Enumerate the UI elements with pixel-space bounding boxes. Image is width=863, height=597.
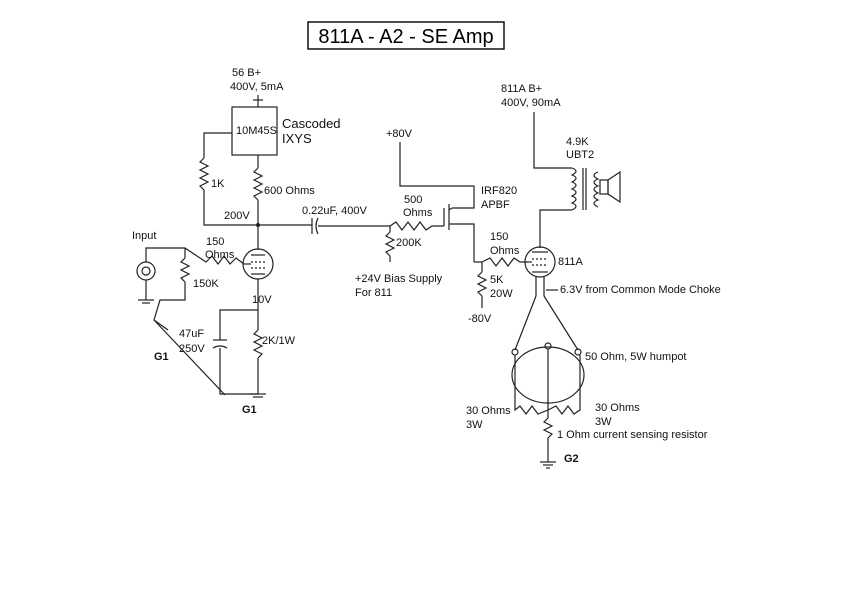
cathode-network xyxy=(212,293,266,398)
r-150-grid1 xyxy=(199,255,245,265)
r-sense-label: 1 Ohm current sensing resistor xyxy=(557,429,708,441)
r-1k xyxy=(198,132,258,226)
mosfet-part-label-2: APBF xyxy=(481,199,510,211)
r-5k-label: 5K xyxy=(490,274,504,286)
ixys-desc-label-1: Cascoded xyxy=(282,116,341,131)
r-5k xyxy=(474,261,488,308)
title-box xyxy=(307,21,505,50)
humpot-label: 50 Ohm, 5W humpot xyxy=(585,351,687,363)
coupling-capacitor-label: 0.22uF, 400V xyxy=(302,205,367,217)
input-wiring xyxy=(138,247,226,396)
v-minus80-label: -80V xyxy=(468,313,492,325)
r-200k-label: 200K xyxy=(396,237,422,249)
r-150-grid2 xyxy=(481,257,528,267)
ground-g1-label-b: G1 xyxy=(242,404,257,416)
v-200-label: 200V xyxy=(224,210,250,222)
r-2k-label: 2K/1W xyxy=(262,335,296,347)
v-plus80-label: +80V xyxy=(386,128,413,140)
b56-spec-label: 400V, 5mA xyxy=(230,81,284,93)
ixys-desc-label-2: IXYS xyxy=(282,131,312,146)
r-600 xyxy=(252,155,264,250)
r-500 xyxy=(389,221,444,231)
bias-supply-label-1: +24V Bias Supply xyxy=(355,273,443,285)
input-jack[interactable] xyxy=(136,261,156,281)
r-150-grid2-label: 150 xyxy=(490,231,508,243)
cap-47-voltage-label: 250V xyxy=(179,343,205,355)
r-500-label: 500 xyxy=(404,194,422,206)
ground-g2-label: G2 xyxy=(564,453,579,465)
r-150-grid1-label-b: Ohms xyxy=(205,249,235,261)
r-150-grid1-label: 150 xyxy=(206,236,224,248)
v-10-label: 10V xyxy=(252,294,272,306)
mosfet-part-label: IRF820 xyxy=(481,185,517,197)
r-sense xyxy=(540,410,556,469)
ground-g1-label-a: G1 xyxy=(154,351,169,363)
output-triode-811a xyxy=(524,246,556,296)
bias-supply-label-2: For 811 xyxy=(355,287,392,299)
r-150-grid2-label-b: Ohms xyxy=(490,245,520,257)
coupling-capacitor xyxy=(258,217,390,235)
r-30-right-watt-label: 3W xyxy=(595,416,612,428)
input-triode xyxy=(242,248,274,293)
r-5k-watt-label: 20W xyxy=(490,288,513,300)
r-500-label-b: Ohms xyxy=(403,207,433,219)
ixys-cascode-box xyxy=(231,106,278,156)
r-30-pair xyxy=(514,355,581,415)
input-label: Input xyxy=(132,230,156,242)
r-30-left-watt-label: 3W xyxy=(466,419,483,431)
r-30-left-label: 30 Ohms xyxy=(466,405,511,417)
tube-811a-label: 811A xyxy=(558,256,584,268)
b811-spec-label: 400V, 90mA xyxy=(501,97,561,109)
r-600-label: 600 Ohms xyxy=(264,185,315,197)
heater-supply-label: 6.3V from Common Mode Choke xyxy=(560,284,721,296)
ixys-part-label: 10M45S xyxy=(236,125,277,137)
transformer-impedance-label: 4.9K xyxy=(566,136,589,148)
heater-wiring xyxy=(511,295,585,410)
b56-label: 56 B+ xyxy=(232,67,261,79)
cap-47-label: 47uF xyxy=(179,328,204,340)
output-transformer xyxy=(533,112,600,248)
r-1k-label: 1K xyxy=(211,178,225,190)
r-200k xyxy=(384,226,396,262)
page-title: 811A - A2 - SE Amp xyxy=(318,26,493,48)
transformer-model-label: UBT2 xyxy=(566,149,594,161)
mosfet-follower xyxy=(399,142,475,262)
r-30-right-label: 30 Ohms xyxy=(595,402,640,414)
speaker-icon xyxy=(599,170,621,204)
r-150k-label: 150K xyxy=(193,278,219,290)
b811-label: 811A B+ xyxy=(501,83,542,95)
